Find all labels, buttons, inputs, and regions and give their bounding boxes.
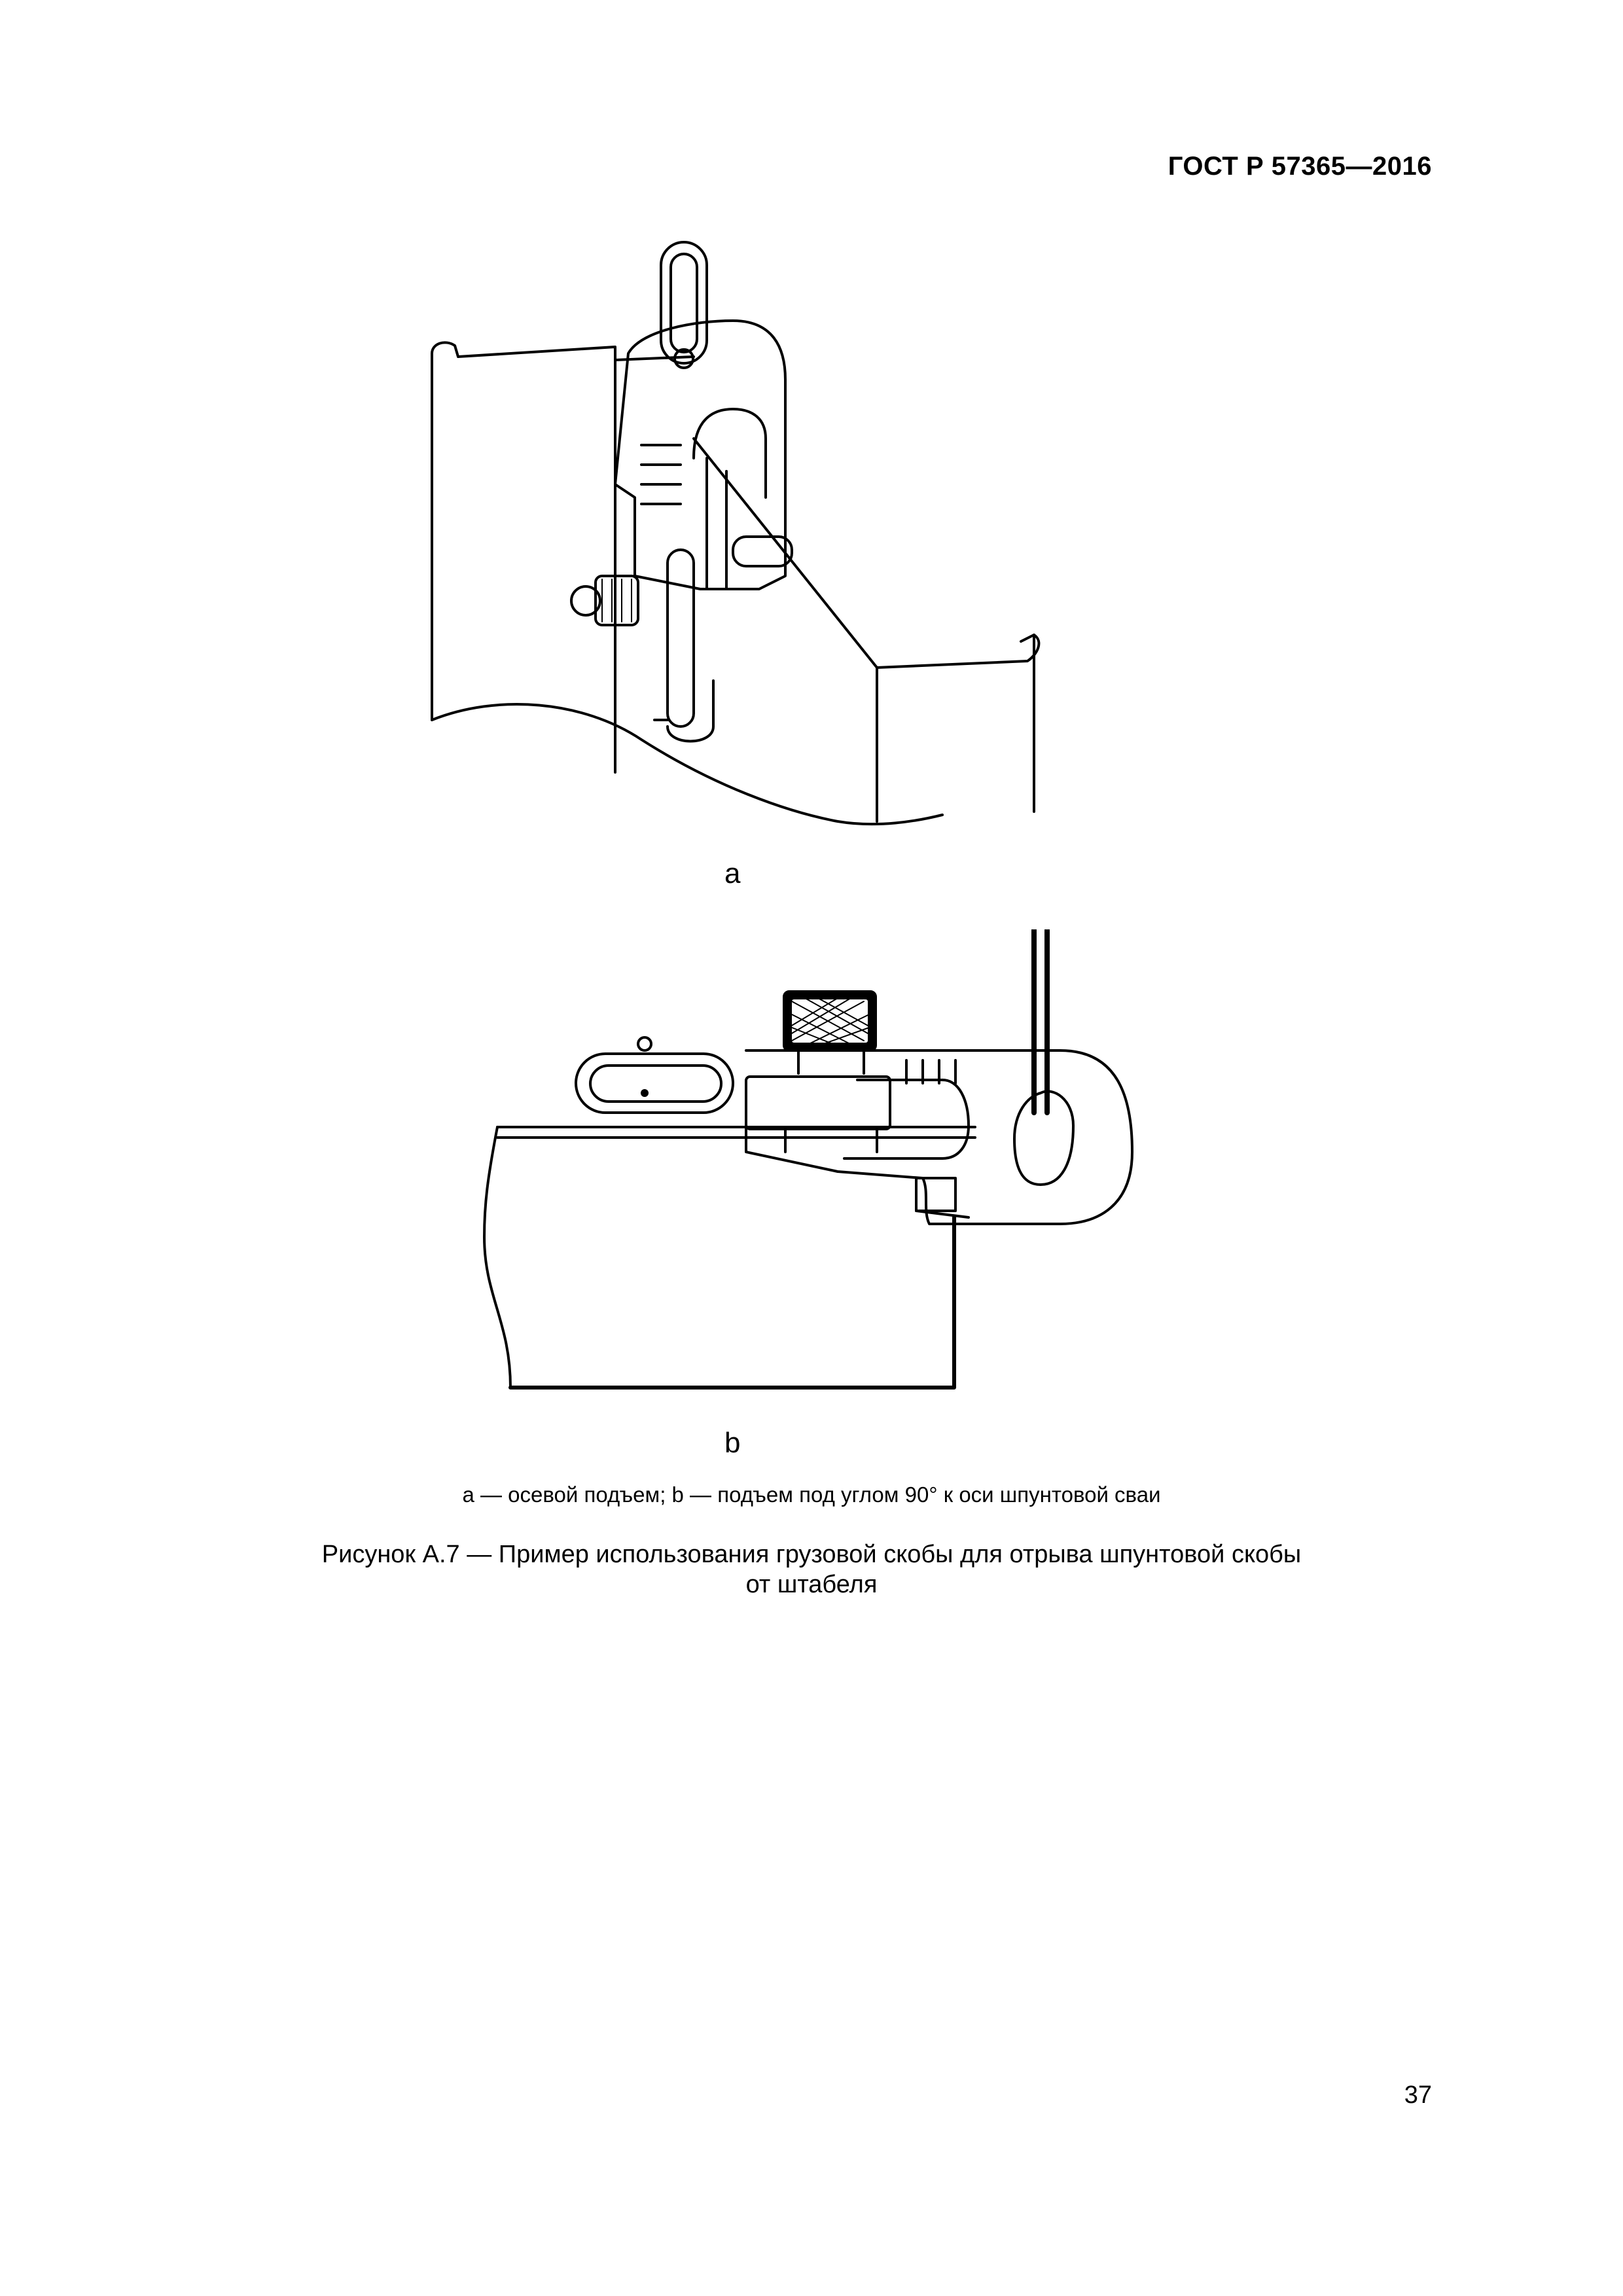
figure-b-label: b (724, 1427, 741, 1459)
figure-caption-line2: от штабеля (745, 1571, 878, 1598)
figure-b-drawing (471, 929, 1165, 1427)
figure-a-drawing (419, 223, 1099, 838)
figure-legend: а — осевой подъем; b — подъем под углом … (462, 1482, 1161, 1507)
figure-caption: Рисунок А.7 — Пример использования грузо… (0, 1539, 1623, 1600)
figure-caption-line1: Рисунок А.7 — Пример использования грузо… (321, 1541, 1302, 1568)
page-number: 37 (1404, 2081, 1432, 2109)
document-header: ГОСТ Р 57365—2016 (1168, 152, 1432, 181)
figure-a-label: а (724, 857, 741, 889)
